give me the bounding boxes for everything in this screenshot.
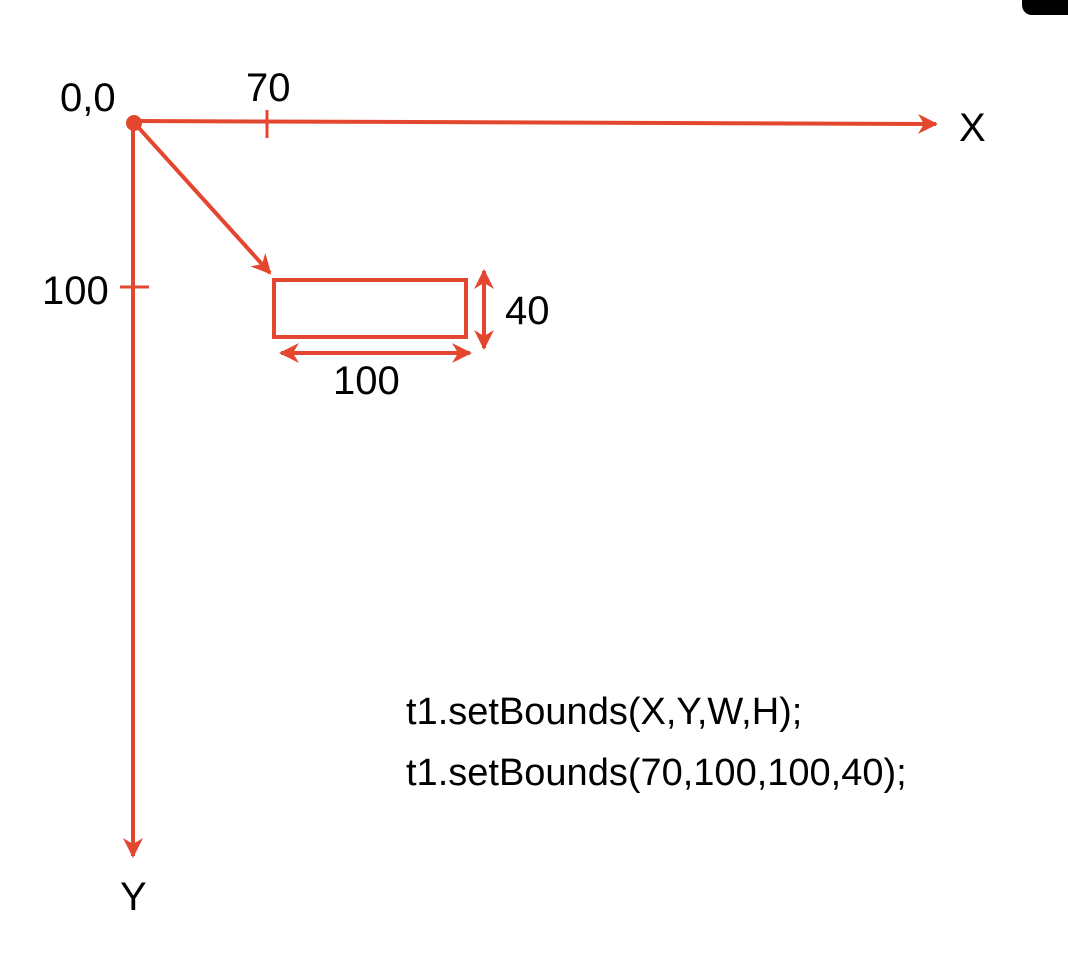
x-tick-label: 70 bbox=[246, 66, 291, 110]
y-tick-label: 100 bbox=[42, 269, 109, 313]
position-arrow bbox=[136, 125, 272, 275]
code-line-1: t1.setBounds(X,Y,W,H); bbox=[406, 691, 803, 733]
rect-width-label: 100 bbox=[333, 359, 400, 403]
x-axis-line bbox=[134, 113, 938, 134]
component-rectangle bbox=[272, 278, 468, 339]
window-corner-tab bbox=[1022, 0, 1068, 15]
rect-height-label: 40 bbox=[505, 289, 550, 333]
y-axis-label: Y bbox=[120, 875, 147, 919]
code-line-2: t1.setBounds(70,100,100,40); bbox=[406, 752, 907, 794]
x-axis-label: X bbox=[959, 106, 986, 150]
origin-label: 0,0 bbox=[60, 76, 116, 120]
